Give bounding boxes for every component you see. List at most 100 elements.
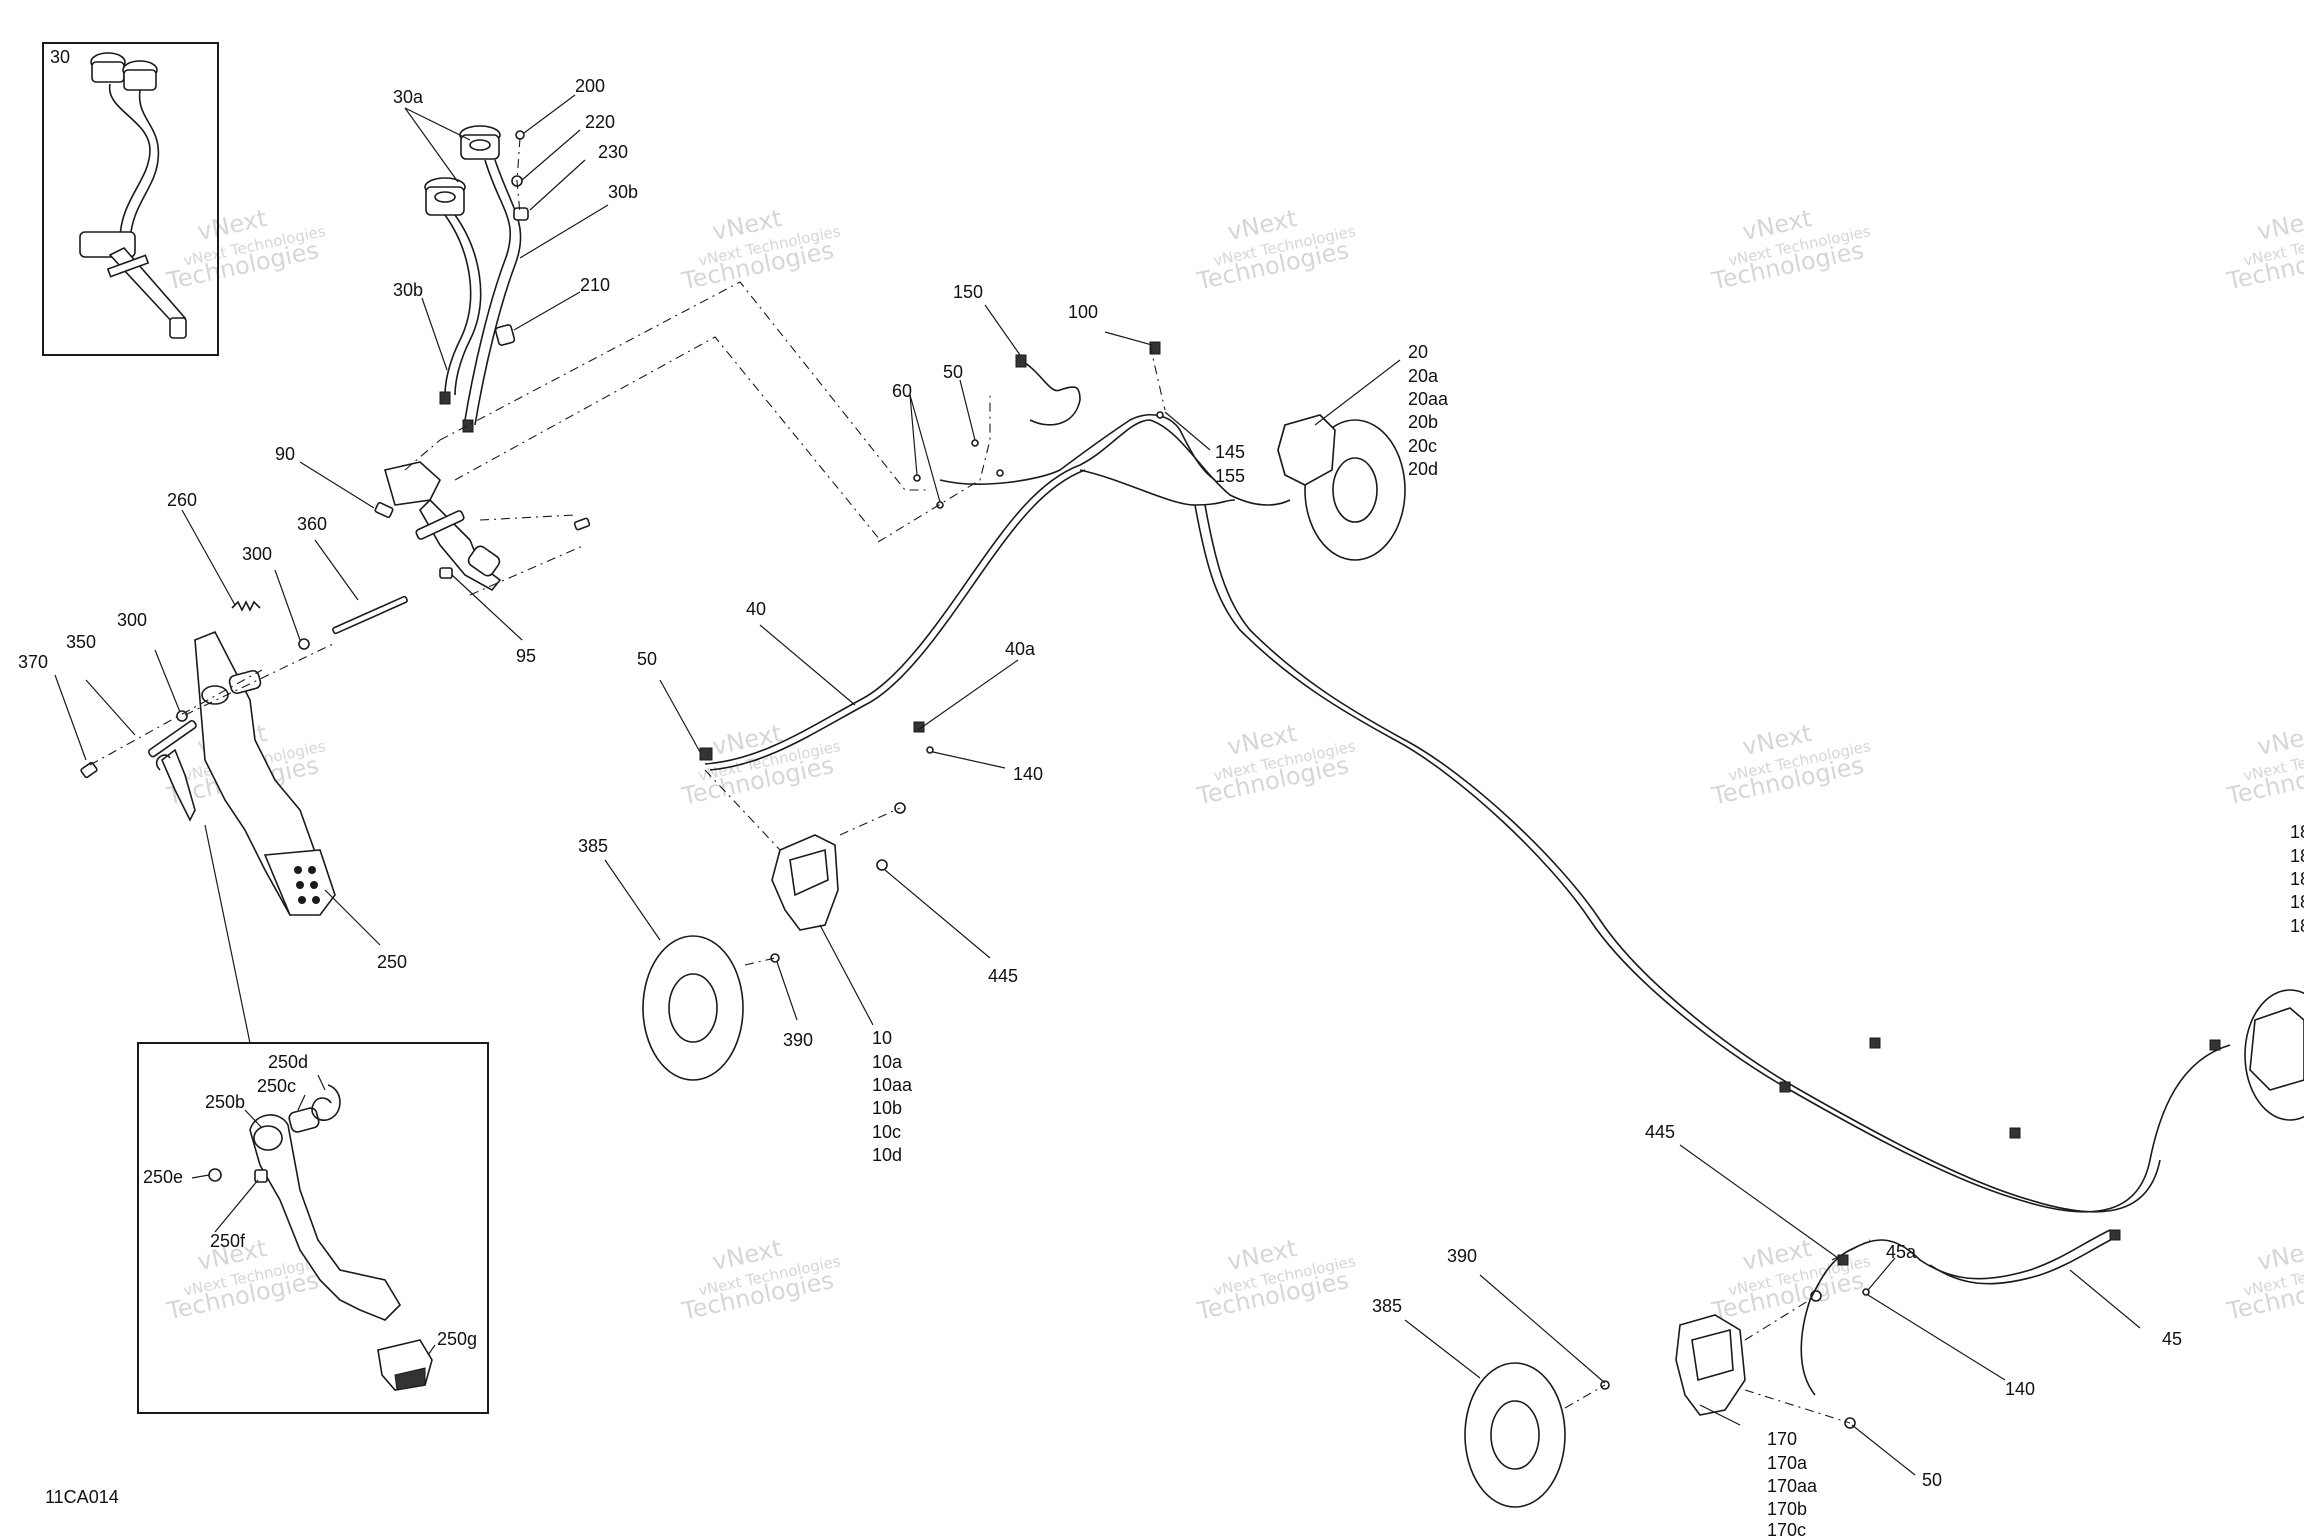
leader: [1867, 1257, 1896, 1291]
callout-18-2: 18: [2290, 846, 2304, 866]
leader: [1679, 1144, 1839, 1259]
pushrod-boot: [467, 545, 501, 577]
washer: [1862, 1288, 1870, 1296]
callout-30b: 30b: [393, 280, 423, 300]
watermark: vNext vNext Technologies Technologies: [1194, 719, 1358, 811]
callout-250e: 250e: [143, 1167, 183, 1187]
brake-line-45a: [1929, 1234, 2121, 1285]
assembly-line: [1564, 1384, 1606, 1409]
callout-40: 40: [746, 599, 766, 619]
leader: [427, 1344, 436, 1356]
assembly-line: [404, 439, 441, 471]
callout-30b-top: 30b: [608, 182, 638, 202]
callout-445-right: 445: [1645, 1122, 1675, 1142]
leader: [917, 659, 1019, 731]
pin-250f: [254, 1169, 268, 1183]
callout-170c: 170c: [1767, 1520, 1806, 1536]
brake-line-100: [939, 414, 1216, 485]
callout-260: 260: [167, 490, 197, 510]
pedal-pad-rubber: [394, 1367, 426, 1391]
line-clip: [1869, 1037, 1881, 1049]
disc-hub: [668, 973, 718, 1043]
callout-95: 95: [516, 646, 536, 666]
callout-10d: 10d: [872, 1145, 902, 1165]
callout-30a: 30a: [393, 87, 424, 107]
assembly-line: [1744, 1389, 1851, 1424]
leader: [204, 824, 251, 1044]
leader: [85, 679, 136, 736]
bracket-clip: [155, 754, 171, 771]
brake-line-145: [1079, 469, 1236, 506]
rear-left-brake: [1464, 1290, 1856, 1508]
callout-200: 200: [575, 76, 605, 96]
reservoir-hose: [464, 159, 512, 421]
banjo-100: [1149, 341, 1161, 355]
leader: [214, 1179, 259, 1233]
callout-50-bottom: 50: [1922, 1470, 1942, 1490]
pedal-pad-hole: [308, 866, 316, 874]
leader: [181, 509, 236, 606]
pivot-bushing: [201, 685, 229, 705]
line-clip: [2109, 1229, 2121, 1241]
brake-disc-385: [1464, 1362, 1566, 1508]
line-clip: [2009, 1127, 2021, 1139]
callout-370: 370: [18, 652, 48, 672]
callout-150: 150: [953, 282, 983, 302]
spring-260: [231, 600, 261, 612]
callout-210: 210: [580, 275, 610, 295]
watermark: vNext vNext Technologies Technologies: [1709, 1234, 1873, 1326]
leader: [404, 107, 459, 183]
callout-18-5: 18: [2290, 916, 2304, 936]
screw-200: [515, 130, 525, 140]
watermark: vNext vNext Technologies Technologies: [1709, 204, 1873, 296]
pedal-arm: [249, 1114, 402, 1321]
leader: [299, 461, 375, 509]
leader: [959, 379, 976, 441]
leader: [1699, 1404, 1741, 1426]
leader: [523, 94, 576, 134]
leader: [1314, 359, 1401, 426]
callout-250f: 250f: [210, 1231, 246, 1251]
mount-bracket: [106, 254, 150, 278]
screw-390: [770, 953, 780, 963]
bolt-90: [374, 501, 394, 519]
callout-20a: 20a: [1408, 366, 1439, 386]
nut-370: [80, 761, 98, 779]
leader: [932, 751, 1006, 769]
pedal-pivot-eye: [253, 1125, 283, 1151]
watermark: vNext vNext Technologies Technologies: [1194, 1234, 1358, 1326]
callout-50-mid: 50: [637, 649, 657, 669]
leader: [776, 961, 798, 1021]
spring-250d: [311, 1084, 341, 1121]
brake-line-150: [1019, 359, 1081, 426]
callout-60: 60: [892, 381, 912, 401]
watermark: vNext vNext Technologies Technologies: [164, 204, 328, 296]
assembly-line: [184, 642, 336, 716]
leader: [521, 129, 581, 181]
leader: [451, 574, 523, 641]
leader: [529, 159, 586, 211]
watermark-layer: vNext vNext Technologies Technologies vN…: [164, 204, 2304, 1326]
rear-right-brake: [2244, 989, 2304, 1121]
callout-360: 360: [297, 514, 327, 534]
master-cylinder-assembly: [374, 125, 591, 592]
callout-250: 250: [377, 952, 407, 972]
brake-line-45: [1204, 504, 2161, 1213]
reservoir-hose: [129, 89, 160, 246]
bracket-40a: [913, 721, 925, 733]
assembly-line: [877, 392, 991, 543]
callout-100: 100: [1068, 302, 1098, 322]
leader: [1479, 1274, 1606, 1384]
washer-50: [996, 469, 1004, 477]
banjo-150: [1015, 354, 1027, 368]
leader: [1164, 411, 1211, 451]
leader: [513, 291, 581, 331]
callout-10a: 10a: [872, 1052, 903, 1072]
callout-40a: 40a: [1005, 639, 1036, 659]
callout-250d: 250d: [268, 1052, 308, 1072]
caliper-170: [1675, 1314, 1746, 1416]
line-clip: [1779, 1081, 1791, 1093]
assembly-line: [89, 669, 263, 766]
bolt: [573, 517, 591, 531]
assembly-line: [479, 514, 576, 521]
